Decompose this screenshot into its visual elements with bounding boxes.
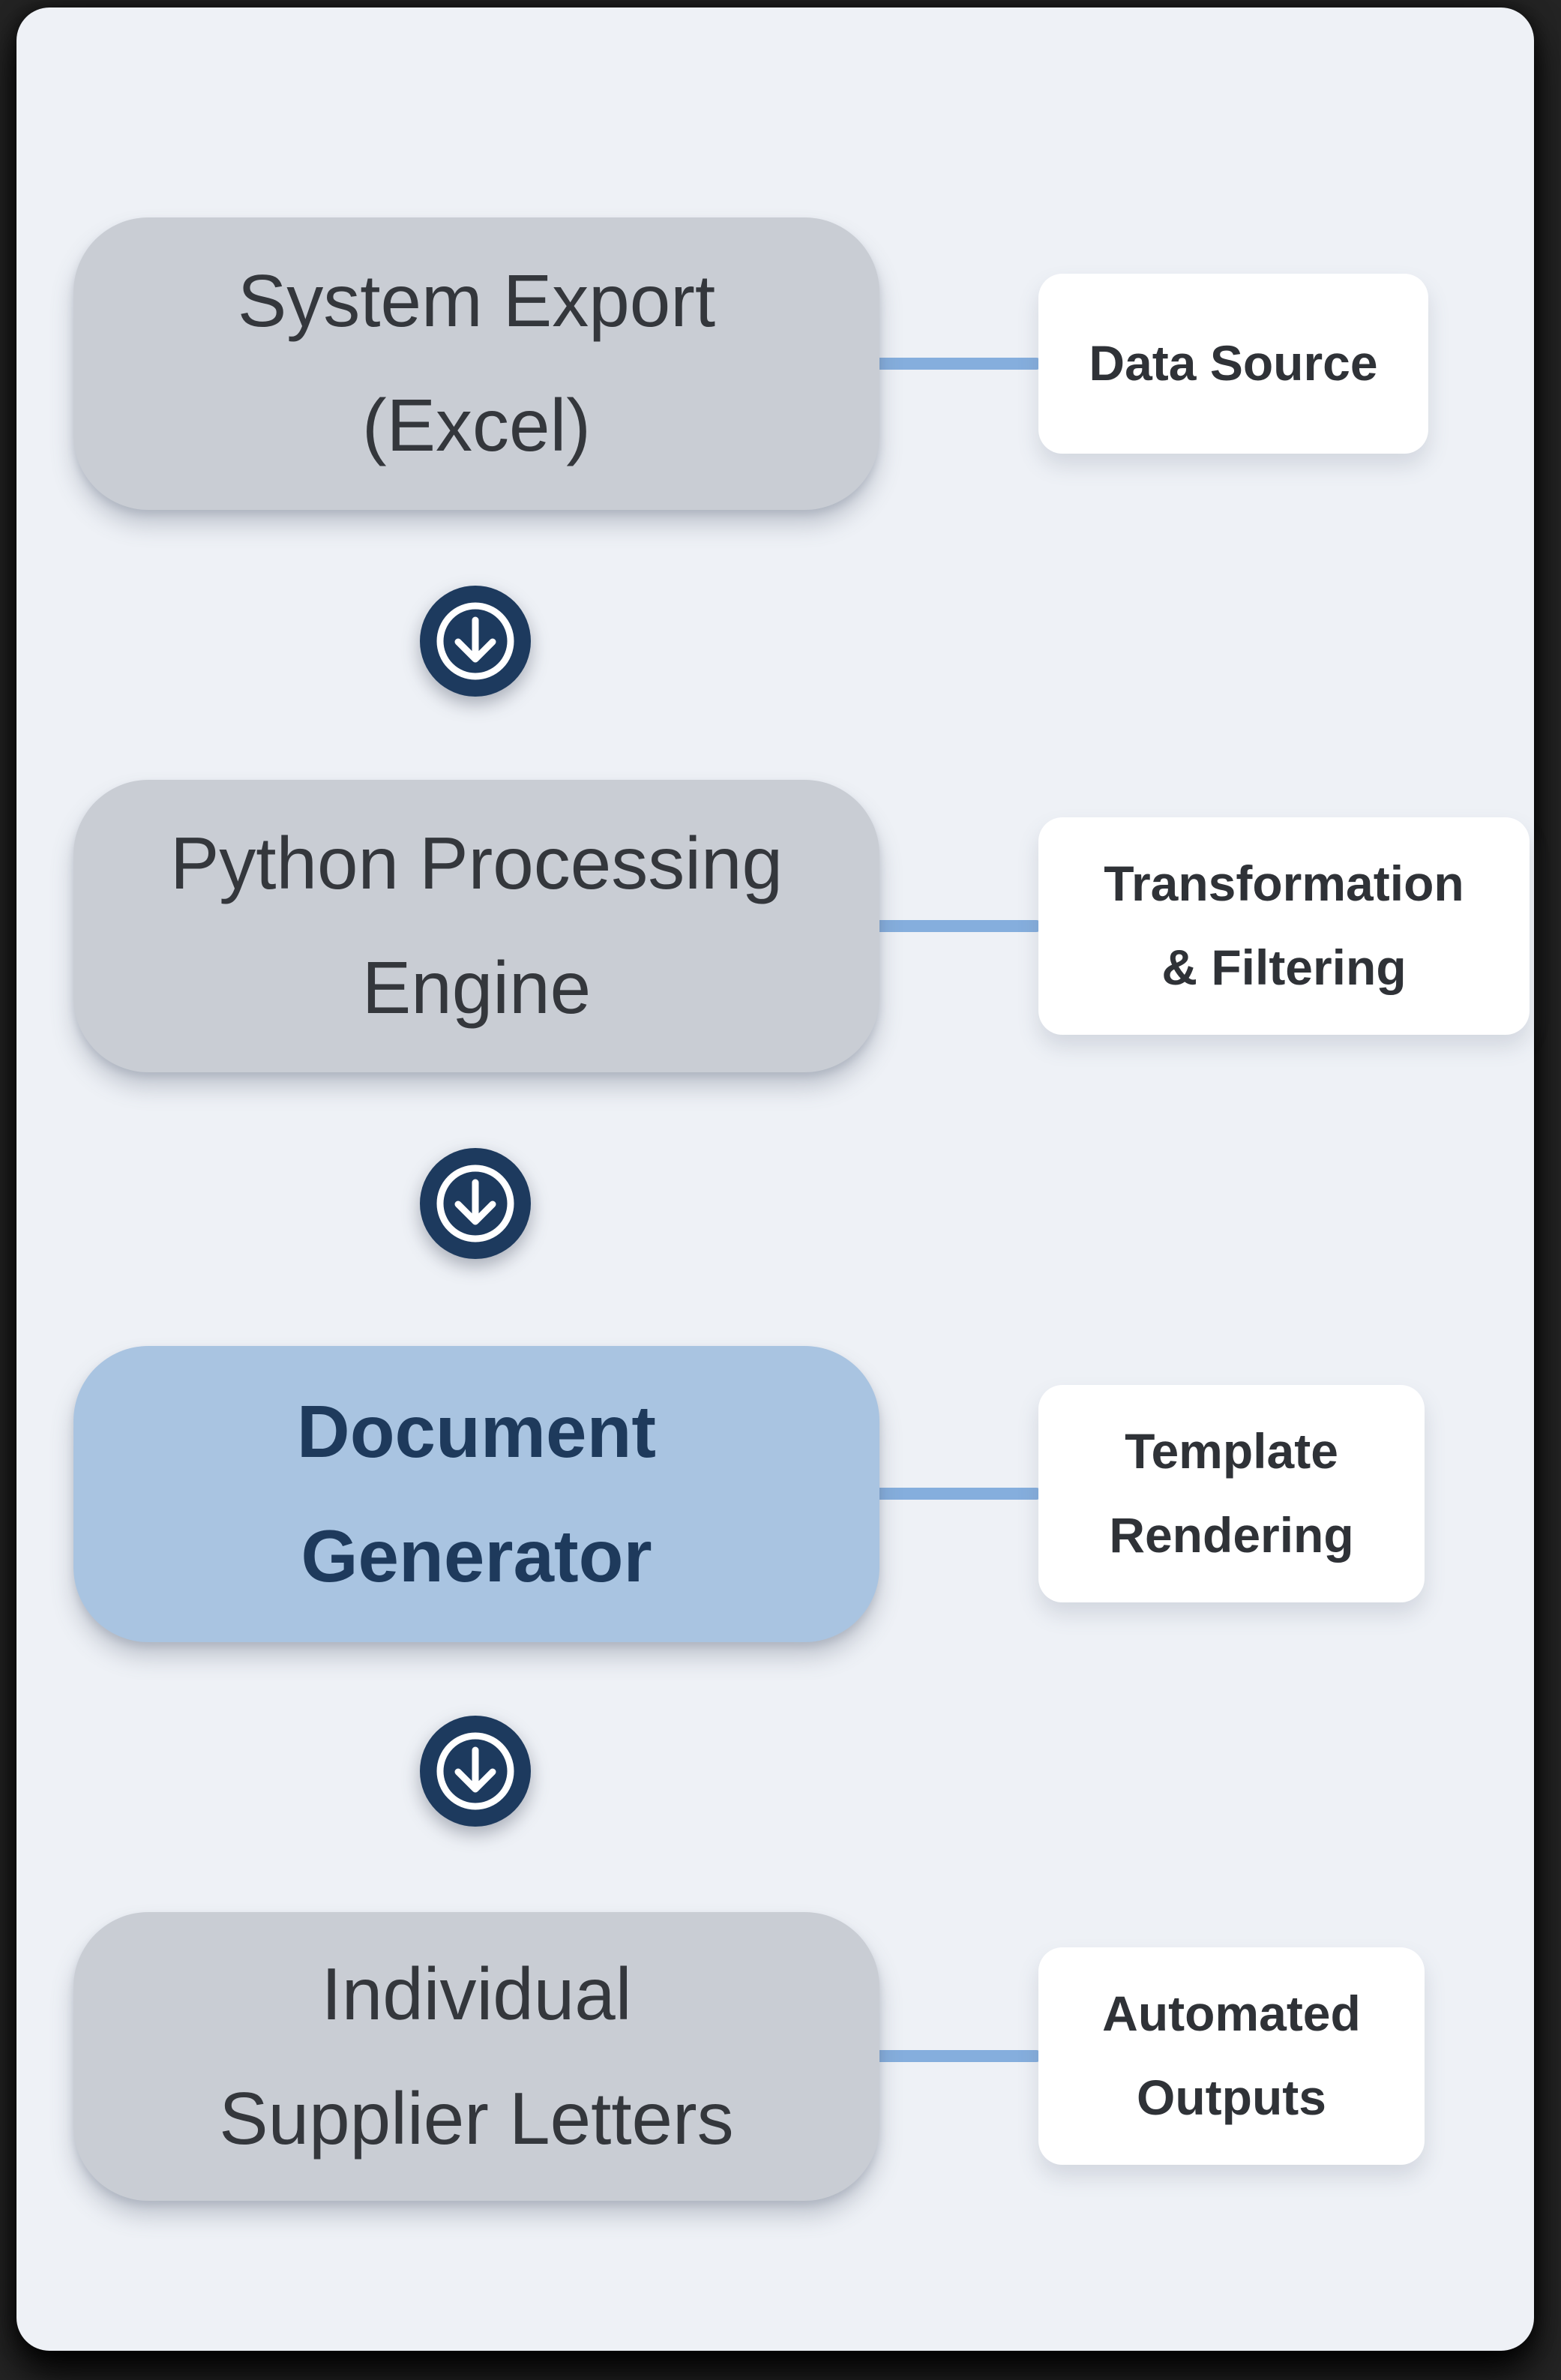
label-transformation-filtering: Transformation & Filtering xyxy=(1038,817,1530,1035)
label-text-line: & Filtering xyxy=(1161,940,1407,995)
node-text-line: (Excel) xyxy=(362,384,591,466)
arrow-down-circle-icon xyxy=(419,1715,532,1827)
diagram-canvas: System Export (Excel) Python Processing … xyxy=(16,7,1534,2351)
label-text-line: Automated xyxy=(1102,1986,1361,2042)
label-automated-outputs: Automated Outputs xyxy=(1038,1947,1425,2165)
node-text-line: Engine xyxy=(361,946,592,1029)
connector-line-transformation xyxy=(871,920,1042,932)
label-text-line: Rendering xyxy=(1109,1507,1354,1563)
node-text-line: System Export xyxy=(237,259,716,343)
node-document-generator: Document Generator xyxy=(73,1346,879,1642)
label-text-line: Outputs xyxy=(1137,2070,1326,2125)
label-text-line: Data Source xyxy=(1089,335,1378,391)
node-text-line: Generator xyxy=(301,1514,652,1597)
label-text-line: Transformation xyxy=(1104,856,1464,912)
label-text-line: Template xyxy=(1125,1423,1338,1479)
arrow-down-circle-icon xyxy=(419,585,532,697)
connector-line-outputs xyxy=(871,2050,1042,2062)
connector-line-template xyxy=(871,1488,1042,1500)
label-template-rendering: Template Rendering xyxy=(1038,1385,1425,1602)
node-text-line: Python Processing xyxy=(169,822,783,905)
connector-line-data-source xyxy=(871,358,1042,370)
node-system-export: System Export (Excel) xyxy=(73,217,879,510)
label-data-source: Data Source xyxy=(1038,274,1428,454)
node-python-processing-engine: Python Processing Engine xyxy=(73,780,879,1072)
node-text-line: Document xyxy=(296,1389,657,1473)
node-text-line: Individual xyxy=(321,1952,632,2035)
arrow-down-circle-icon xyxy=(419,1147,532,1260)
node-individual-supplier-letters: Individual Supplier Letters xyxy=(73,1912,879,2201)
node-text-line: Supplier Letters xyxy=(219,2076,734,2160)
